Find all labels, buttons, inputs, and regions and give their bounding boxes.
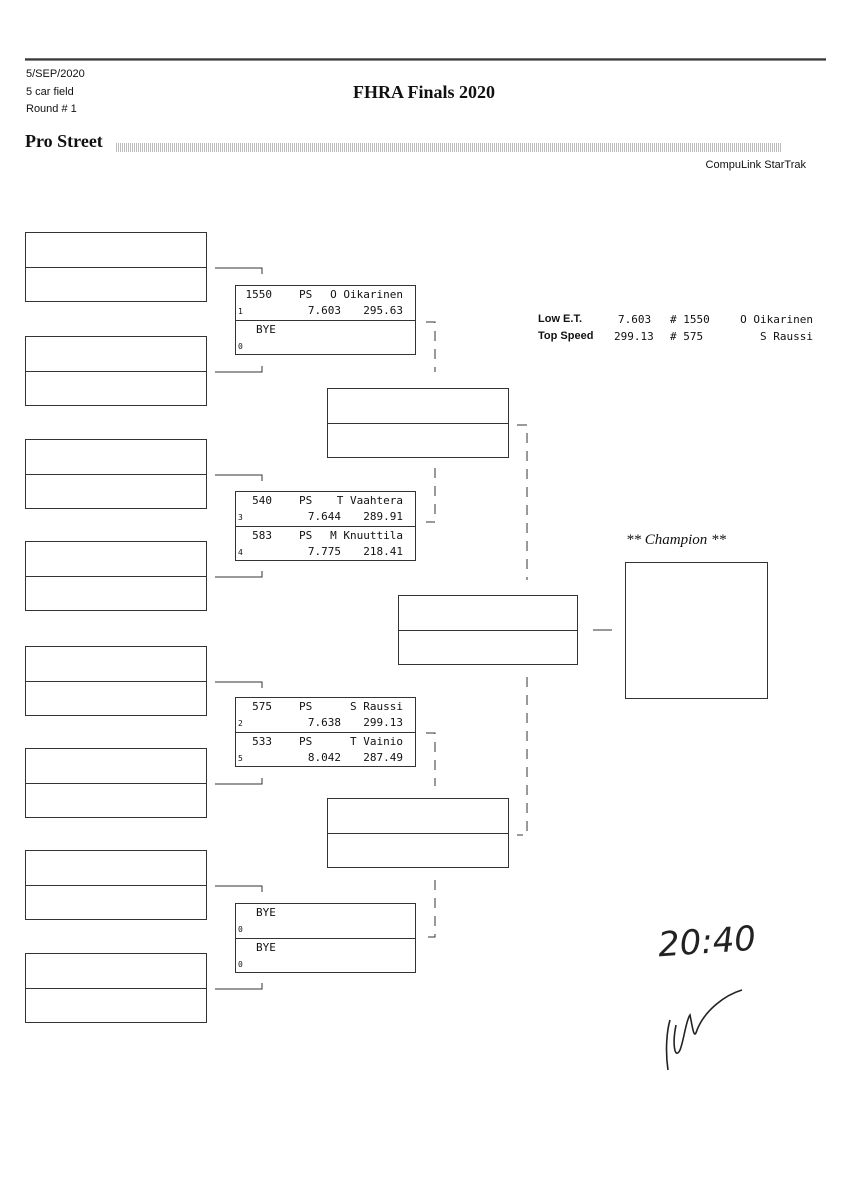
round-number: Round # 1	[26, 103, 77, 115]
elapsed-time: 7.603	[307, 304, 341, 317]
slot-box	[25, 646, 207, 716]
car-number: 533	[252, 735, 272, 748]
low-et-value: 7.603	[618, 313, 652, 326]
event-title: FHRA Finals 2020	[352, 82, 495, 102]
seed: 2	[238, 719, 243, 728]
car-class: PS	[299, 288, 313, 301]
bye-entry: BYE 0	[236, 904, 415, 938]
slot-box	[25, 953, 207, 1023]
elapsed-time: 7.644	[307, 510, 341, 523]
software-brand: CompuLink StarTrak	[705, 159, 806, 171]
elapsed-time: 7.638	[307, 716, 341, 729]
car-number: 575	[252, 700, 272, 713]
speed: 295.63	[363, 304, 403, 317]
event-date: 5/SEP/2020	[26, 68, 85, 80]
top-speed-label: Top Speed	[538, 330, 594, 342]
champion-label: ** Champion **	[626, 532, 727, 548]
top-rule	[25, 58, 826, 61]
car-class: PS	[299, 700, 313, 713]
elapsed-time: 7.775	[307, 545, 341, 558]
racer-entry: 575 PS S Raussi 2 7.638 299.13	[236, 698, 415, 732]
slot-box	[25, 439, 207, 509]
car-class: PS	[299, 494, 313, 507]
match-4: BYE 0 BYE 0	[235, 903, 416, 973]
racer-entry: 583 PS M Knuuttila 4 7.775 218.41	[236, 526, 415, 561]
semifinal-box	[327, 798, 509, 868]
car-class: PS	[299, 529, 313, 542]
handwritten-signature	[665, 989, 743, 1071]
bye-entry: BYE 0	[236, 938, 415, 973]
final-box	[398, 595, 578, 665]
field-size: 5 car field	[26, 86, 74, 98]
speed: 218.41	[363, 545, 403, 558]
slot-box	[25, 748, 207, 818]
driver-name: M Knuuttila	[330, 529, 403, 542]
low-et-row: Low E.T. 7.603 # 1550 O Oikarinen	[538, 313, 818, 327]
low-et-car: # 1550	[670, 313, 710, 326]
driver-name: T Vainio	[350, 735, 403, 748]
race-class: Pro Street	[25, 131, 103, 151]
car-number: 540	[252, 494, 272, 507]
low-et-label: Low E.T.	[538, 313, 582, 325]
racer-entry: 533 PS T Vainio 5 8.042 287.49	[236, 732, 415, 767]
slot-box	[25, 541, 207, 611]
seed: 0	[238, 925, 243, 934]
speed: 287.49	[363, 751, 403, 764]
speed: 289.91	[363, 510, 403, 523]
elapsed-time: 8.042	[307, 751, 341, 764]
seed: 1	[238, 307, 243, 316]
seed: 4	[238, 548, 243, 557]
seed: 0	[238, 960, 243, 969]
top-speed-driver: S Raussi	[760, 330, 813, 343]
driver-name: S Raussi	[350, 700, 403, 713]
driver-name: T Vaahtera	[336, 494, 403, 507]
driver-name: O Oikarinen	[330, 288, 403, 301]
semifinal-box	[327, 388, 509, 458]
seed: 5	[238, 754, 243, 763]
slot-box	[25, 336, 207, 406]
top-speed-car: # 575	[670, 330, 704, 343]
racer-entry: 540 PS T Vaahtera 3 7.644 289.91	[236, 492, 415, 526]
low-et-driver: O Oikarinen	[740, 313, 813, 326]
dotted-rule	[116, 143, 781, 152]
match-1: 1550 PS O Oikarinen 1 7.603 295.63 BYE 0	[235, 285, 416, 355]
bye-entry: BYE 0	[236, 320, 415, 355]
seed: 3	[238, 513, 243, 522]
champion-box	[625, 562, 768, 699]
seed: 0	[238, 342, 243, 351]
car-number: 583	[252, 529, 272, 542]
speed: 299.13	[363, 716, 403, 729]
slot-box	[25, 850, 207, 920]
car-number: 1550	[245, 288, 273, 301]
bye-label: BYE	[256, 323, 276, 336]
car-class: PS	[299, 735, 313, 748]
bye-label: BYE	[256, 906, 276, 919]
slot-box	[25, 232, 207, 302]
racer-entry: 1550 PS O Oikarinen 1 7.603 295.63	[236, 286, 415, 320]
top-speed-row: Top Speed 299.13 # 575 S Raussi	[538, 330, 818, 344]
handwritten-time: 20:40	[656, 918, 758, 966]
bye-label: BYE	[256, 941, 276, 954]
top-speed-value: 299.13	[614, 330, 654, 343]
